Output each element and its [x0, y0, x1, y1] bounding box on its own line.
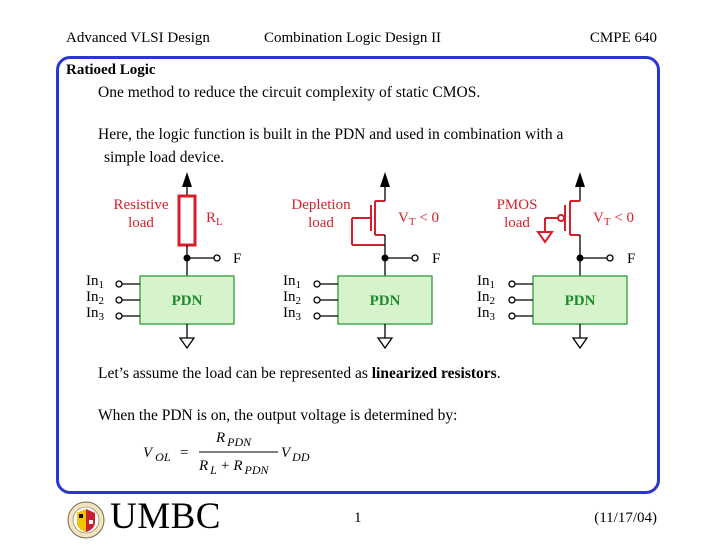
pdn-block — [139, 275, 235, 325]
ground-icon — [571, 337, 589, 350]
output-label: F — [233, 251, 241, 267]
load-param-tail: < 0 — [416, 210, 439, 226]
load-label-line2: load — [504, 215, 530, 231]
input-label-1-main: In — [477, 273, 490, 289]
output-label: F — [432, 251, 440, 267]
input-label-1: In1 — [86, 273, 104, 291]
formula-den-b-sub: PDN — [244, 463, 270, 477]
input-label-3-main: In — [86, 305, 99, 321]
vdd-arrow-icon — [182, 172, 192, 187]
load-param-sub: T — [604, 216, 611, 228]
formula-rhs-sub: DD — [291, 450, 310, 464]
input-label-1-sub: 1 — [296, 279, 302, 291]
text-line-4-bold: linearized resistors — [371, 365, 497, 382]
pmos-transistor-icon — [536, 200, 580, 244]
ground-icon — [376, 337, 394, 350]
input-label-3: In3 — [477, 305, 496, 323]
input-label-3: In3 — [86, 305, 105, 323]
umbc-logo: UMBC — [110, 496, 221, 537]
input-label-2-sub: 2 — [490, 295, 496, 307]
formula-den-a-sub: L — [209, 463, 217, 477]
text-line-4-pre: Let’s assume the load can be represented… — [98, 365, 372, 382]
input-label-1-main: In — [86, 273, 99, 289]
load-label-line1: Resistive — [114, 197, 169, 213]
input-label-1-main: In — [283, 273, 296, 289]
ground-icon — [178, 337, 196, 350]
input-label-2-main: In — [86, 289, 99, 305]
formula-numerator-main: R — [215, 430, 225, 446]
input-label-3-sub: 3 — [490, 311, 496, 323]
load-param-main: R — [206, 210, 216, 226]
text-line-2: Here, the logic function is built in the… — [98, 126, 564, 143]
vdd-arrow-icon — [575, 172, 585, 187]
formula-den-plus: + — [221, 458, 229, 474]
slide-date: (11/17/04) — [594, 510, 657, 526]
input-label-2-main: In — [283, 289, 296, 305]
load-param: VT < 0 — [593, 210, 634, 228]
load-param: VT < 0 — [398, 210, 439, 228]
vdd-arrow-icon — [380, 172, 390, 187]
circuit-resistive: F Resistive load RL PDN In1 In2 In3 — [86, 172, 241, 350]
university-seal-icon — [67, 501, 105, 539]
load-label-line2: load — [308, 215, 334, 231]
formula-rhs-main: V — [281, 445, 292, 461]
pdn-label: PDN — [370, 293, 401, 309]
input-label-2-main: In — [477, 289, 490, 305]
formula-den-b-main: R — [232, 458, 242, 474]
header-code: CMPE 640 — [589, 30, 657, 46]
input-label-1-sub: 1 — [490, 279, 496, 291]
load-param-main: V — [593, 210, 604, 226]
pdn-label: PDN — [565, 293, 596, 309]
load-param-sub: T — [409, 216, 416, 228]
slide-frame — [56, 56, 660, 494]
load-label-line2: load — [128, 215, 154, 231]
pdn-block — [532, 275, 628, 325]
formula-numerator-sub: PDN — [226, 435, 252, 449]
input-label-2-sub: 2 — [296, 295, 302, 307]
load-param-sub: L — [216, 216, 223, 228]
formula-lhs-sub: OL — [155, 450, 171, 464]
slide-title: Ratioed Logic — [66, 62, 156, 78]
input-label-3: In3 — [283, 305, 302, 323]
circuit-pmos: F PMOS load VT < 0 PDN In1 In2 In3 — [477, 172, 635, 350]
input-label-1: In1 — [477, 273, 495, 291]
load-label-line1: PMOS — [497, 197, 538, 213]
text-line-4: Let’s assume the load can be represented… — [98, 365, 501, 383]
formula-den-a-main: R — [198, 458, 208, 474]
circuit-depletion: F Depletion load VT < 0 PDN In1 In2 In3 — [283, 172, 440, 350]
formula-equals: = — [180, 445, 188, 461]
pdn-label: PDN — [172, 293, 203, 309]
text-line-1: One method to reduce the circuit complex… — [98, 84, 481, 101]
load-param-main: V — [398, 210, 409, 226]
load-param-tail: < 0 — [611, 210, 634, 226]
text-line-3: simple load device. — [104, 149, 225, 166]
input-label-1: In1 — [283, 273, 301, 291]
text-line-5: When the PDN is on, the output voltage i… — [98, 407, 458, 424]
page-number: 1 — [354, 510, 362, 526]
formula-lhs-main: V — [143, 445, 154, 461]
input-label-2-sub: 2 — [99, 295, 105, 307]
depletion-transistor-icon — [351, 200, 385, 246]
input-label-3-main: In — [283, 305, 296, 321]
input-label-3-sub: 3 — [99, 311, 105, 323]
input-label-2: In2 — [86, 289, 104, 307]
header-course: Advanced VLSI Design — [66, 30, 210, 46]
input-label-3-main: In — [477, 305, 490, 321]
input-label-2: In2 — [283, 289, 301, 307]
input-label-1-sub: 1 — [99, 279, 105, 291]
load-param: RL — [206, 210, 223, 228]
header-topic: Combination Logic Design II — [264, 30, 442, 46]
text-line-4-post: . — [496, 365, 501, 382]
input-label-3-sub: 3 — [296, 311, 302, 323]
output-label: F — [627, 251, 635, 267]
pdn-block — [337, 275, 433, 325]
input-label-2: In2 — [477, 289, 495, 307]
load-label-line1: Depletion — [291, 197, 351, 213]
